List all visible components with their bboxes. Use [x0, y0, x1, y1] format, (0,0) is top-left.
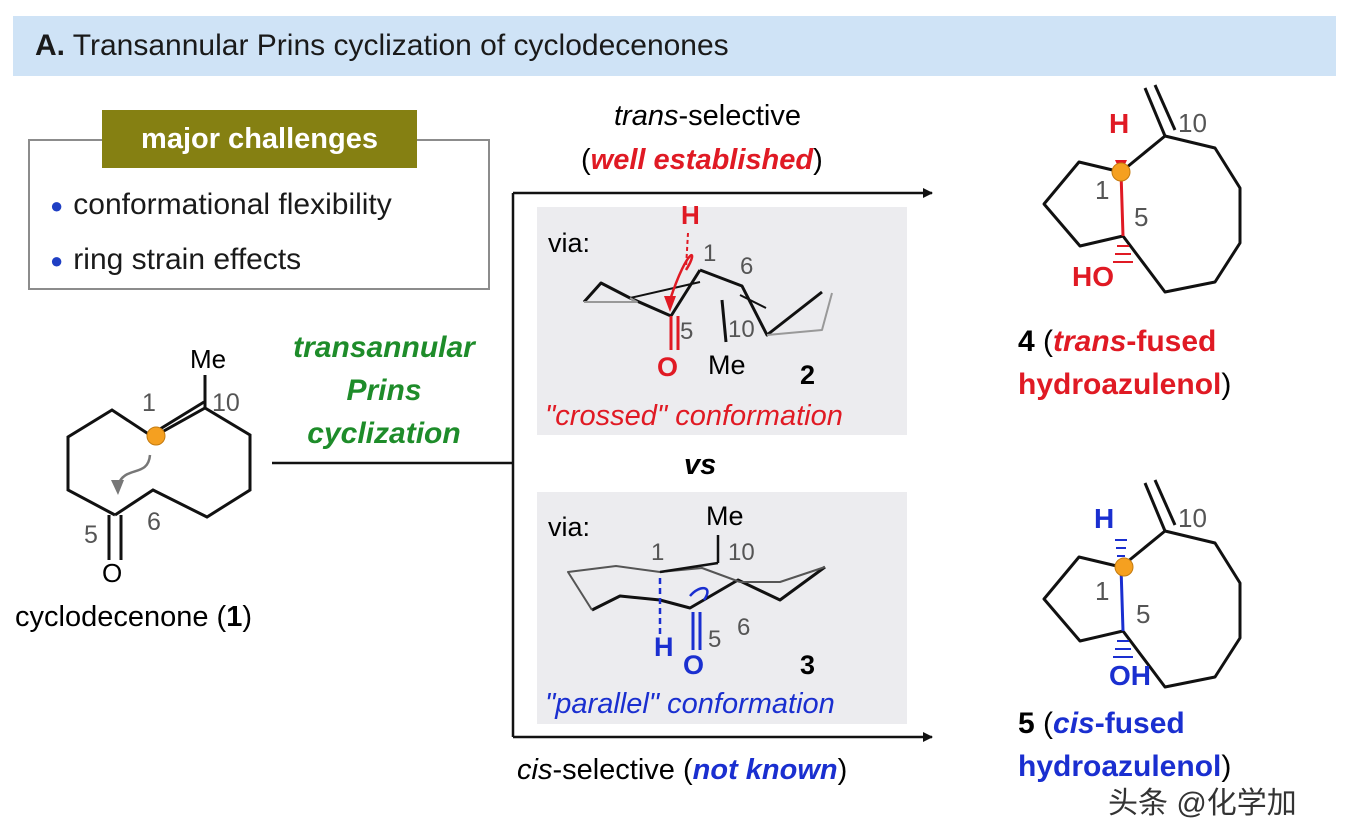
- section-header: A. Transannular Prins cyclization of cyc…: [13, 16, 1336, 76]
- c1-locant: 6: [147, 508, 161, 536]
- trans-note: (well established): [581, 144, 823, 176]
- c5-h-label: H: [1094, 503, 1115, 534]
- arrowhead-icon: [664, 296, 676, 312]
- c3-locant: 1: [651, 539, 665, 566]
- parallel-structure: [567, 535, 826, 650]
- reactive-center-icon: [1114, 557, 1134, 577]
- c2-number: 2: [800, 360, 816, 390]
- c1-oxygen-label: O: [102, 558, 123, 588]
- vs-label: vs: [684, 449, 717, 481]
- c4-h-label: H: [1109, 108, 1130, 139]
- compound5-name-line2: hydroazulenol): [1018, 750, 1232, 783]
- challenges-title: major challenges: [102, 110, 417, 168]
- c2-caption: "crossed" conformation: [545, 400, 843, 432]
- trans-selective-label: trans-selective: [614, 100, 801, 132]
- c5-locant: 5: [1136, 599, 1151, 629]
- hash-bond-icon: [1113, 245, 1133, 263]
- reactive-center-icon: [1111, 162, 1131, 182]
- c2-locant: 5: [680, 318, 694, 345]
- compound5-name: 5 (cis-fused: [1018, 707, 1185, 740]
- cis-product-structure: [1042, 479, 1242, 689]
- c5-locant: 10: [1178, 503, 1207, 533]
- c2-via-label: via:: [548, 228, 591, 258]
- c4-hydroxyl-label: HO: [1072, 261, 1114, 292]
- c4-locant: 10: [1178, 108, 1207, 138]
- c3-number: 3: [800, 650, 816, 680]
- c2-locant: 10: [728, 316, 755, 343]
- bullet-icon: ●: [50, 193, 64, 219]
- c3-caption: "parallel" conformation: [545, 688, 835, 720]
- c2-me-label: Me: [708, 350, 746, 380]
- c1-locant: 1: [142, 389, 156, 417]
- c1-locant: 5: [84, 521, 98, 549]
- c3-via-label: via:: [548, 512, 591, 542]
- crossed-panel: [537, 207, 907, 435]
- cis-selective-label: cis-selective (not known): [517, 754, 848, 786]
- c2-oxygen-label: O: [657, 352, 679, 382]
- c5-locant: 1: [1095, 576, 1110, 606]
- c2-h-label: H: [681, 200, 700, 230]
- watermark: 头条 @化学加: [1108, 787, 1297, 820]
- reactive-center-icon: [146, 426, 166, 446]
- c1-me-label: Me: [190, 344, 227, 374]
- compound1-name: cyclodecenone (1): [15, 601, 252, 633]
- hash-bond-icon: [1113, 539, 1133, 658]
- arrowhead-icon: [111, 480, 124, 495]
- crossed-structure: [582, 232, 833, 350]
- c3-locant: 5: [708, 626, 722, 653]
- c5-hydroxyl-label: OH: [1109, 660, 1151, 691]
- trans-product-structure: [1042, 84, 1242, 294]
- c2-locant: 1: [703, 240, 717, 267]
- compound4-name: 4 (trans-fused: [1018, 325, 1217, 358]
- cyclodecenone-structure: [66, 375, 252, 560]
- c1-locant: 10: [212, 389, 240, 417]
- challenge-item: ●conformational flexibility: [50, 188, 392, 221]
- c3-locant: 10: [728, 539, 755, 566]
- c2-locant: 6: [740, 253, 754, 280]
- header-title: A. Transannular Prins cyclization of cyc…: [35, 29, 729, 62]
- challenge-item: ●ring strain effects: [50, 243, 302, 276]
- branch-arrows: [272, 188, 933, 742]
- compound4-name-line2: hydroazulenol): [1018, 368, 1232, 401]
- c4-locant: 1: [1095, 175, 1110, 205]
- c3-locant: 6: [737, 614, 751, 641]
- c4-locant: 5: [1134, 202, 1149, 232]
- c3-oxygen-label: O: [683, 650, 705, 680]
- c3-h-label: H: [654, 632, 674, 662]
- c3-me-label: Me: [706, 501, 744, 531]
- bullet-icon: ●: [50, 248, 64, 274]
